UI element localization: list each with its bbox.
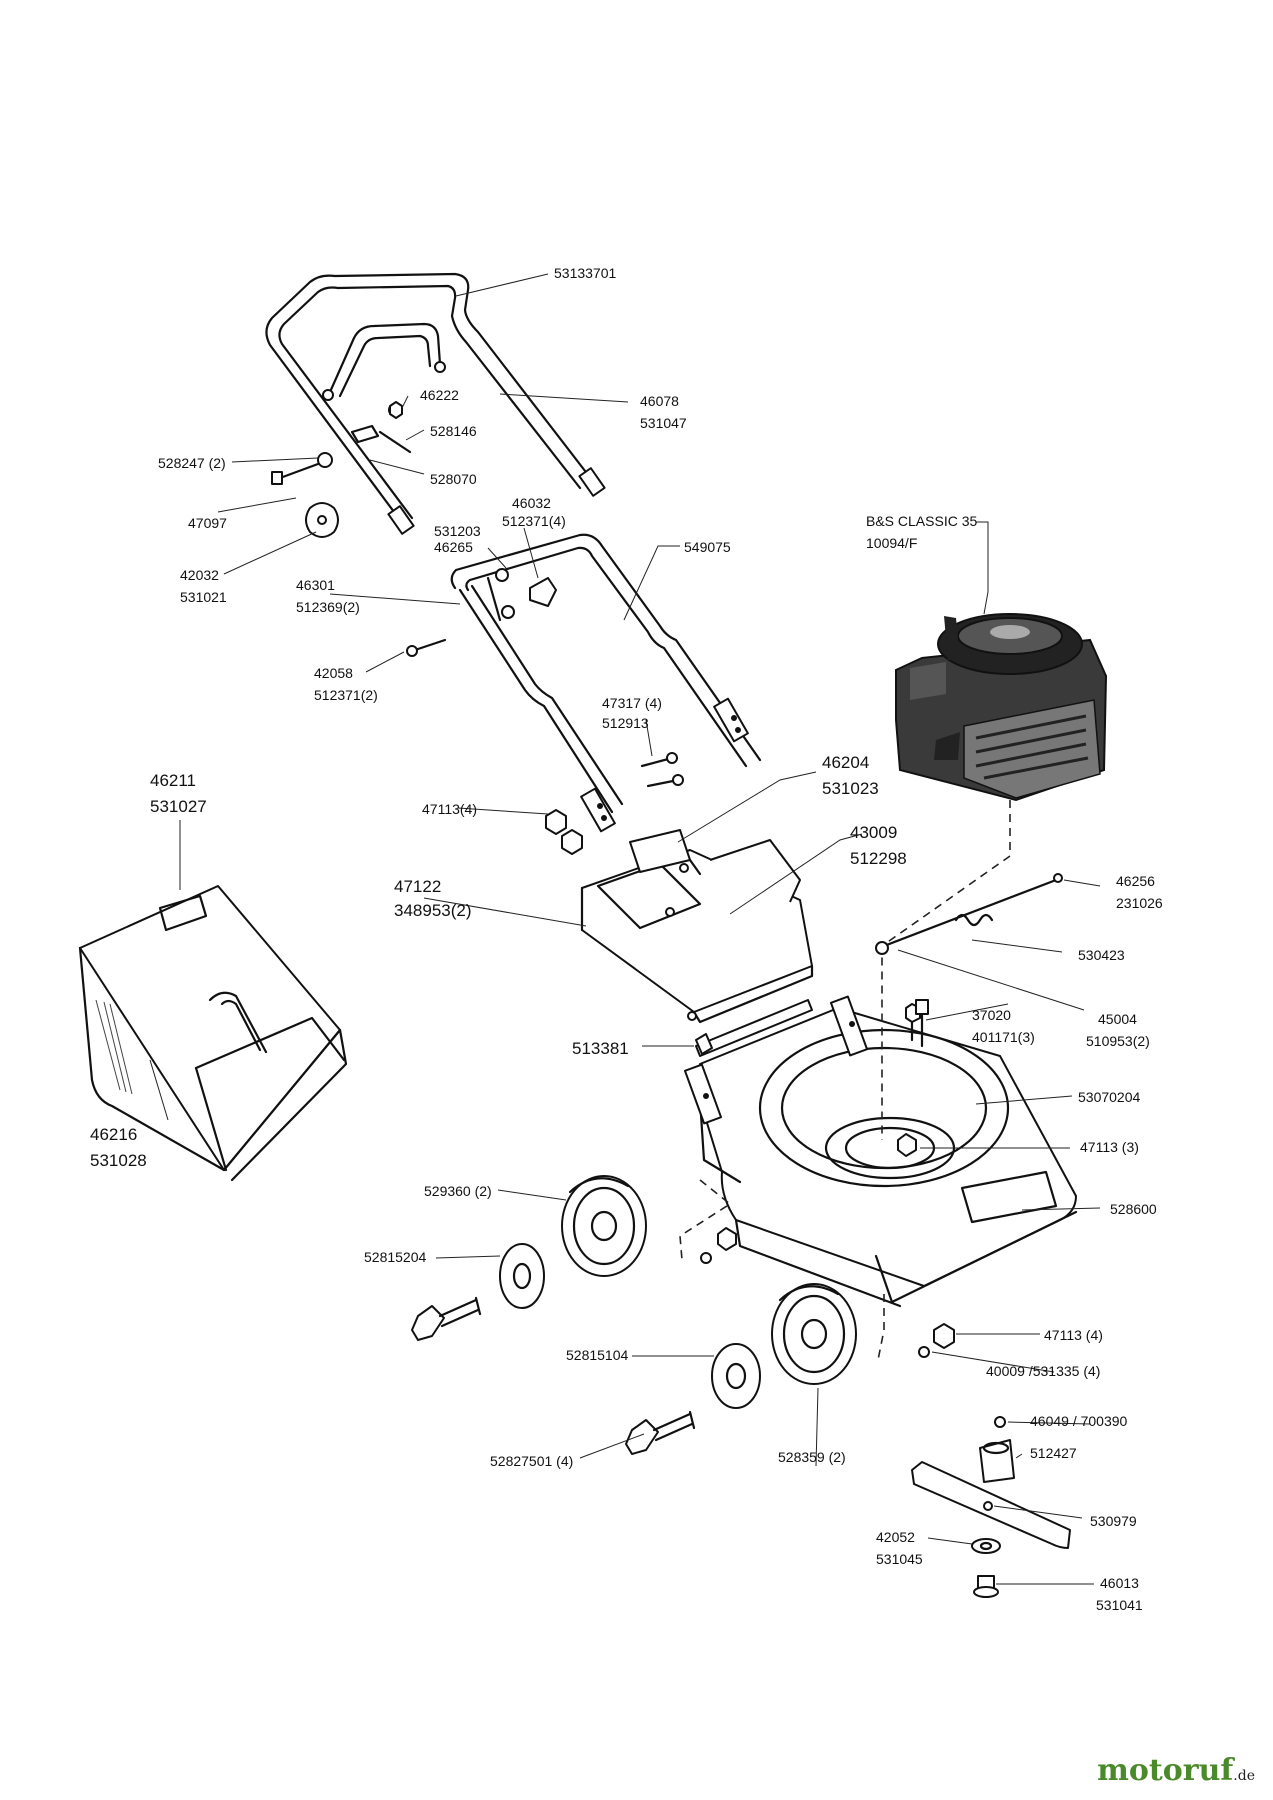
lower-handle bbox=[450, 533, 762, 833]
front-wheel bbox=[771, 1283, 857, 1385]
callout-531045: 531045 bbox=[876, 1551, 923, 1567]
leader-lines bbox=[149, 273, 1101, 1585]
callout-512913: 512913 bbox=[602, 715, 649, 731]
callout-531023: 531023 bbox=[822, 779, 879, 798]
callout-47317: 47317 (4) bbox=[602, 695, 662, 711]
wheel-alignment-line-a bbox=[679, 1179, 732, 1261]
callout-53070204: 53070204 bbox=[1078, 1089, 1141, 1105]
callout-513381: 513381 bbox=[572, 1039, 629, 1058]
callout-53133701: 53133701 bbox=[554, 265, 617, 281]
rear-deflector bbox=[580, 829, 814, 1024]
engine-alignment-line bbox=[881, 800, 1011, 1140]
engine bbox=[895, 613, 1108, 802]
callout-529360: 529360 (2) bbox=[424, 1183, 492, 1199]
wheel-washers bbox=[499, 1243, 761, 1409]
callout-528600: 528600 bbox=[1110, 1201, 1157, 1217]
callout-531047: 531047 bbox=[640, 415, 687, 431]
watermark-suffix: .de bbox=[1233, 1768, 1255, 1784]
bolts-lower-handle bbox=[406, 638, 684, 855]
rear-wheel bbox=[561, 1175, 647, 1277]
callout-46032: 46032 bbox=[512, 495, 551, 511]
wheel-alignment-line-b bbox=[877, 1294, 885, 1361]
callout-engine-code: 10094/F bbox=[866, 535, 917, 551]
callout-42032: 42032 bbox=[180, 567, 219, 583]
callout-42058: 42058 bbox=[314, 665, 353, 681]
callout-46256: 46256 bbox=[1116, 873, 1155, 889]
callout-510953: 510953(2) bbox=[1086, 1033, 1150, 1049]
mower-deck bbox=[683, 995, 1078, 1308]
throttle-cable bbox=[875, 873, 1063, 1048]
deck-bolts bbox=[700, 1003, 955, 1358]
callout-47113-4a: 47113(4) bbox=[422, 801, 477, 817]
callout-512369: 512369(2) bbox=[296, 599, 360, 615]
callout-531021: 531021 bbox=[180, 589, 227, 605]
callout-42052: 42052 bbox=[876, 1529, 915, 1545]
callout-46222: 46222 bbox=[420, 387, 459, 403]
callout-531203: 531203 bbox=[434, 523, 481, 539]
callout-labels: 53133701 46222 46078 531047 528146 52824… bbox=[90, 265, 1163, 1613]
wheel-bolts bbox=[411, 1296, 696, 1455]
callout-512427: 512427 bbox=[1030, 1445, 1077, 1461]
callout-45004: 45004 bbox=[1098, 1011, 1137, 1027]
blade-assembly bbox=[911, 1416, 1071, 1598]
callout-530423: 530423 bbox=[1078, 947, 1125, 963]
watermark-brand: motoruf bbox=[1097, 1753, 1234, 1788]
callout-46265: 46265 bbox=[434, 539, 473, 555]
callout-47097: 47097 bbox=[188, 515, 227, 531]
callout-231026: 231026 bbox=[1116, 895, 1163, 911]
callout-52815204: 52815204 bbox=[364, 1249, 427, 1265]
callout-401171: 401171(3) bbox=[972, 1029, 1035, 1045]
callout-52815104: 52815104 bbox=[566, 1347, 629, 1363]
callout-528070: 528070 bbox=[430, 471, 477, 487]
callout-engine-model: B&S CLASSIC 35 bbox=[866, 513, 977, 529]
callout-528247: 528247 (2) bbox=[158, 455, 226, 471]
motoruf-watermark: motoruf.de bbox=[1097, 1753, 1255, 1788]
callout-528146: 528146 bbox=[430, 423, 477, 439]
callout-46013: 46013 bbox=[1100, 1575, 1139, 1591]
callout-549075: 549075 bbox=[684, 539, 731, 555]
callout-531028: 531028 bbox=[90, 1151, 147, 1170]
callout-46204: 46204 bbox=[822, 753, 869, 772]
callout-46049: 46049 / 700390 bbox=[1030, 1413, 1128, 1429]
callout-512298: 512298 bbox=[850, 849, 907, 868]
rear-flap-hinge bbox=[695, 999, 813, 1057]
callout-40009: 40009 /531335 (4) bbox=[986, 1363, 1100, 1379]
callout-512371-2: 512371(2) bbox=[314, 687, 378, 703]
callout-512371-4: 512371(4) bbox=[502, 513, 566, 529]
callout-43009: 43009 bbox=[850, 823, 897, 842]
callout-52827501: 52827501 (4) bbox=[490, 1453, 573, 1469]
callout-46216: 46216 bbox=[90, 1125, 137, 1144]
callout-46211: 46211 bbox=[150, 771, 196, 790]
callout-528359: 528359 (2) bbox=[778, 1449, 846, 1465]
callout-47113-4b: 47113 (4) bbox=[1044, 1327, 1103, 1343]
callout-46078: 46078 bbox=[640, 393, 679, 409]
cable-hardware-upper bbox=[271, 401, 412, 538]
callout-37020: 37020 bbox=[972, 1007, 1011, 1023]
grass-catcher bbox=[78, 885, 348, 1182]
callout-46301: 46301 bbox=[296, 577, 335, 593]
callout-531041: 531041 bbox=[1096, 1597, 1143, 1613]
callout-348953: 348953(2) bbox=[394, 901, 472, 920]
callout-531027: 531027 bbox=[150, 797, 207, 816]
upper-handle bbox=[265, 272, 606, 535]
callout-47113-3: 47113 (3) bbox=[1080, 1139, 1139, 1155]
callout-530979: 530979 bbox=[1090, 1513, 1137, 1529]
callout-47122: 47122 bbox=[394, 877, 441, 896]
